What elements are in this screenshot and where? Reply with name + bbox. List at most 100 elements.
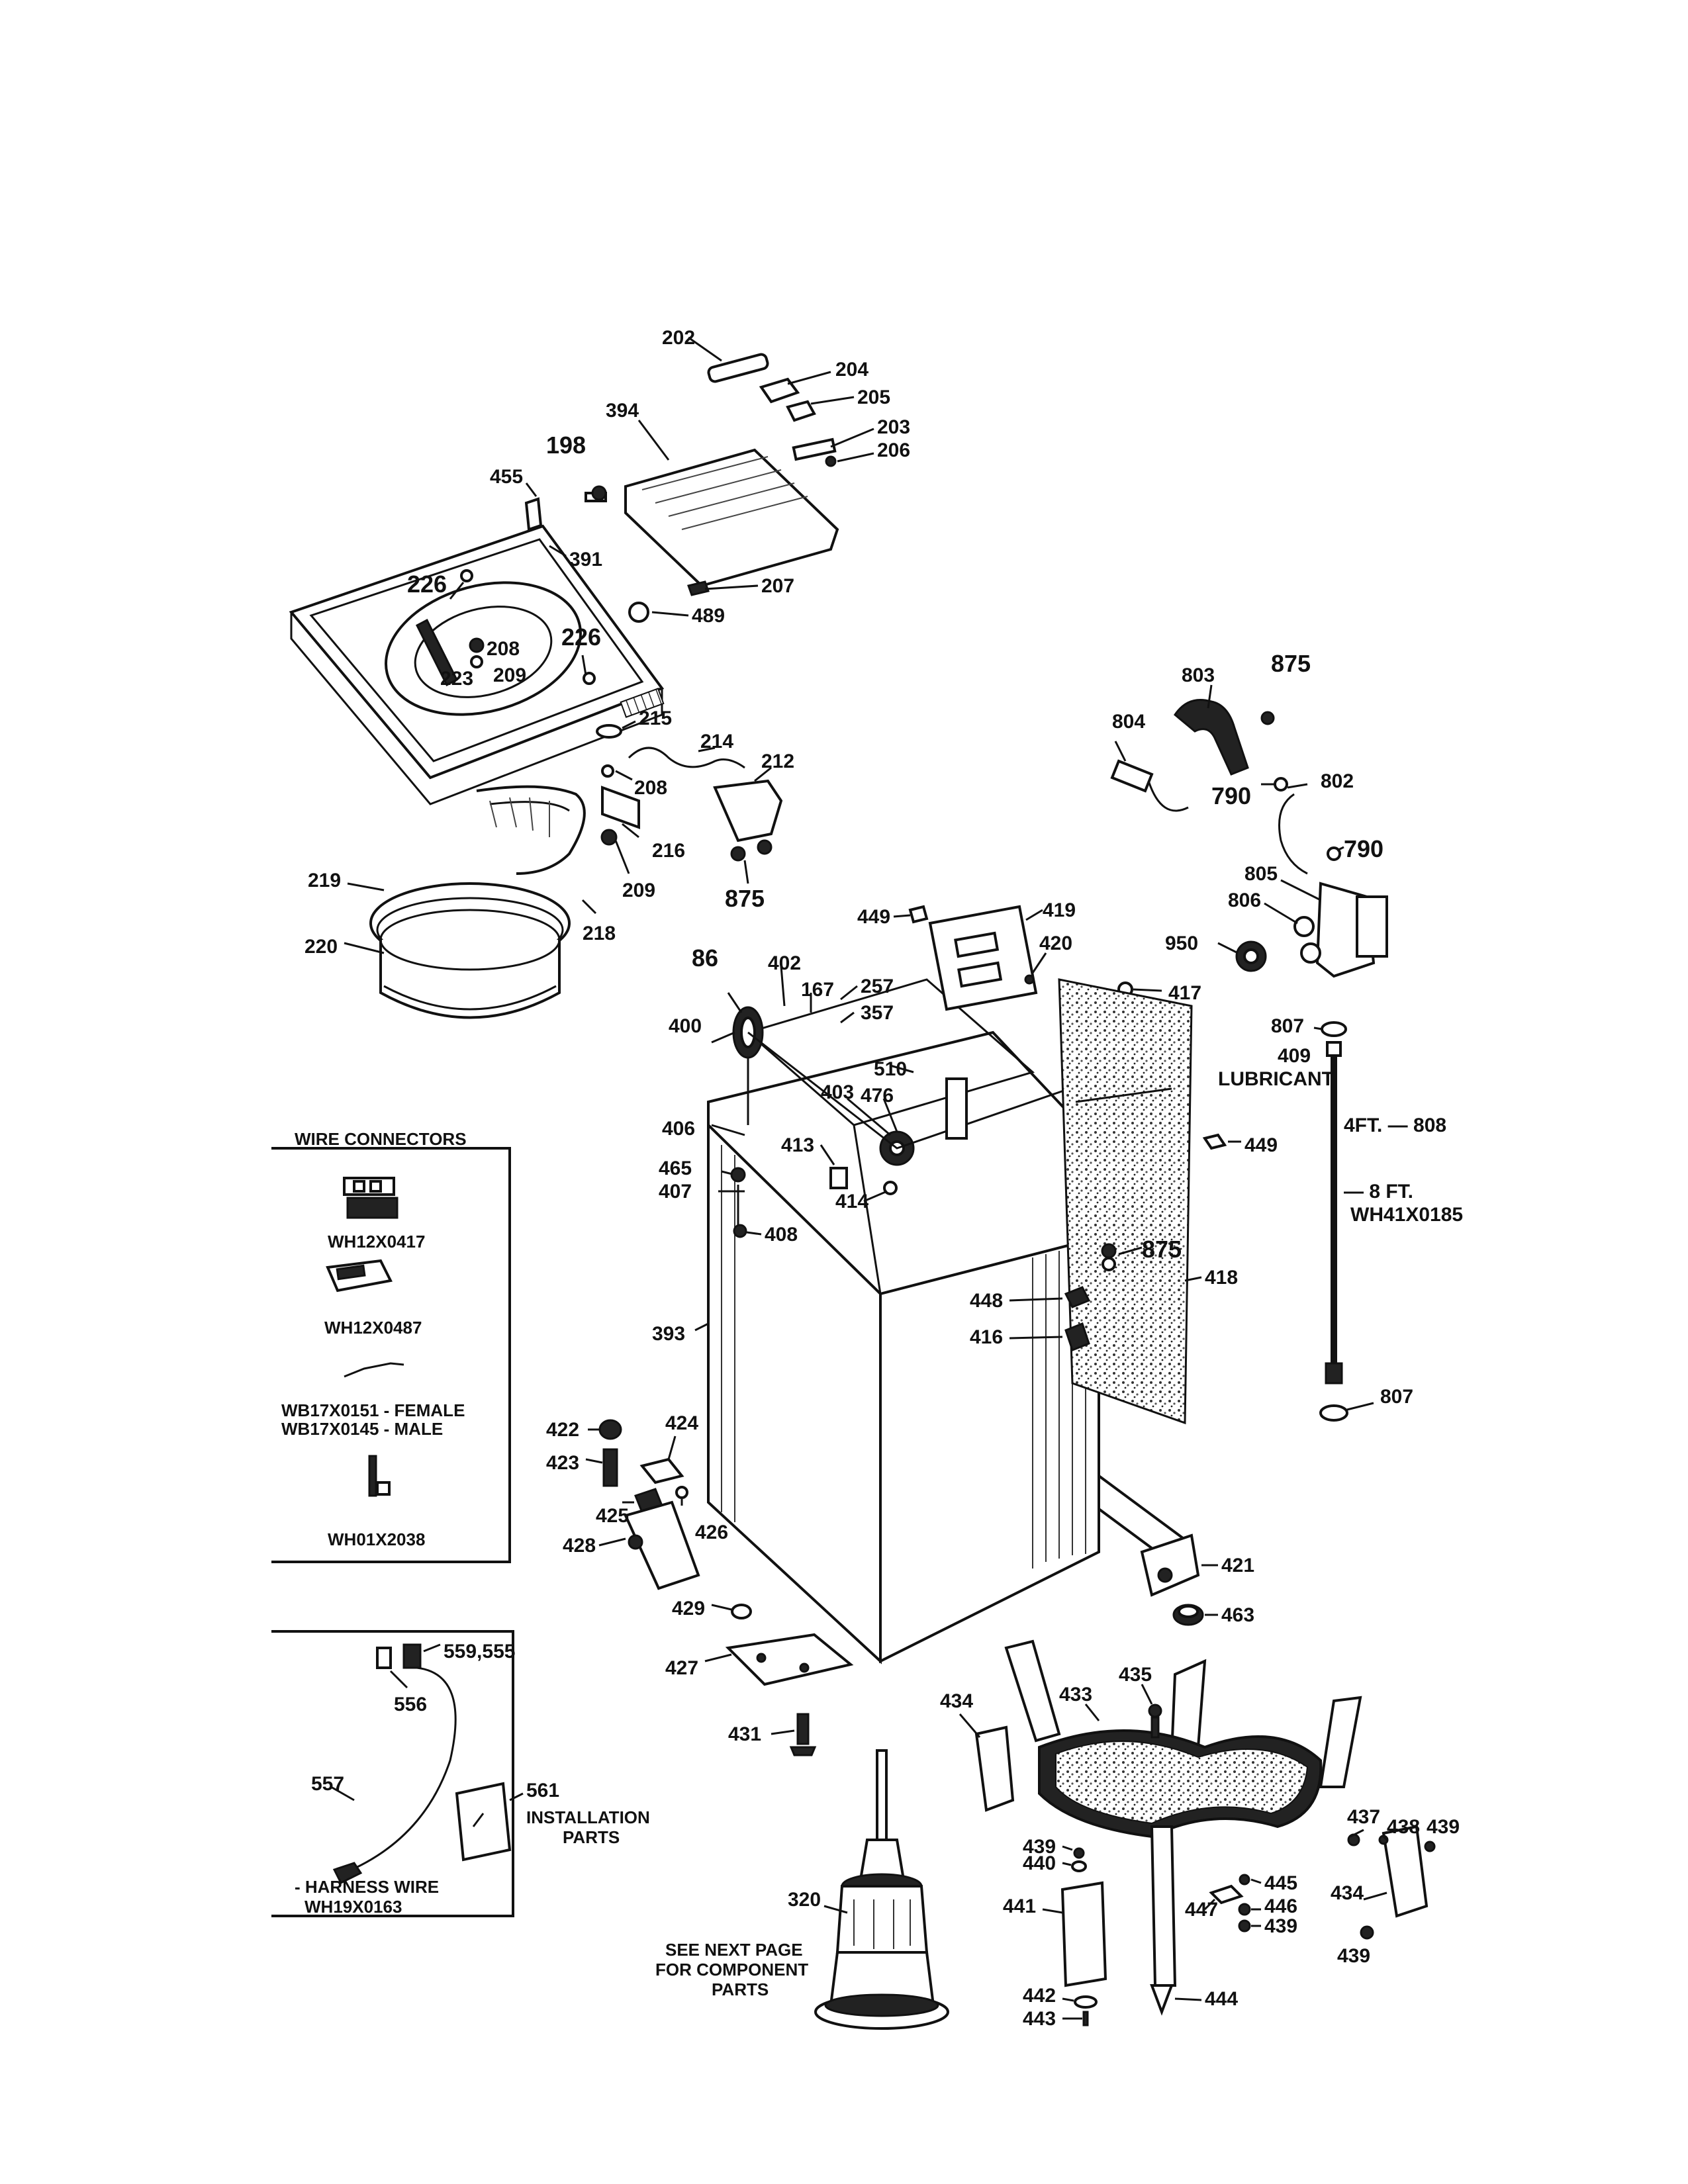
label-219: 219: [308, 870, 341, 891]
label-422: 422: [546, 1419, 579, 1441]
label-203: 203: [877, 416, 910, 438]
label-433: 433: [1059, 1684, 1092, 1706]
label-561: 561: [526, 1780, 559, 1801]
harness-box: [271, 1630, 524, 1917]
label-446: 446: [1264, 1895, 1297, 1917]
label-790a: 790: [1211, 782, 1251, 809]
lid-hinge-parts: [688, 336, 874, 467]
label-226b: 226: [561, 623, 601, 651]
label-207: 207: [761, 575, 794, 597]
wire-connector-labels: WIRE CONNECTORS WH12X0417 WH12X0487 WB17…: [281, 1129, 467, 1549]
label-394: 394: [606, 400, 639, 422]
transmission: [814, 1749, 949, 2030]
label-205: 205: [857, 387, 890, 408]
top-panel: [289, 482, 759, 805]
label-431: 431: [728, 1723, 761, 1745]
label-209a: 209: [493, 664, 526, 686]
label-216: 216: [652, 840, 685, 862]
label-403: 403: [821, 1081, 854, 1103]
label-400: 400: [669, 1015, 702, 1037]
label-208b: 208: [634, 777, 667, 799]
label-808: 4FT. — 808: [1344, 1115, 1446, 1136]
label-805: 805: [1244, 863, 1278, 885]
label-489: 489: [692, 605, 725, 627]
label-425: 425: [596, 1505, 629, 1527]
label-439a: 439: [1427, 1816, 1460, 1838]
label-875a: 875: [725, 885, 765, 912]
label-428: 428: [563, 1535, 596, 1557]
water-valve-hoses: [1110, 684, 1388, 1037]
label-167: 167: [801, 979, 834, 1001]
insulation-panel: [1009, 978, 1241, 1425]
label-wh12x0417: WH12X0417: [328, 1232, 425, 1251]
label-wb17x0145: WB17X0145 - MALE: [281, 1419, 443, 1439]
label-429: 429: [672, 1598, 705, 1619]
label-556: 556: [394, 1694, 427, 1715]
label-406: 406: [662, 1118, 695, 1140]
label-463: 463: [1221, 1604, 1254, 1626]
label-434a: 434: [940, 1690, 973, 1712]
label-wh19x0163: WH19X0163: [305, 1897, 402, 1917]
harness-labels: 559,555 556 557 561 INSTALLATION PARTS -…: [295, 1641, 650, 1917]
label-435: 435: [1119, 1664, 1152, 1686]
label-393: 393: [652, 1323, 685, 1345]
note-line-2: FOR COMPONENT: [655, 1960, 808, 1979]
label-257: 257: [861, 976, 894, 997]
part-labels: 202 204 205 203 206 394 198 455 391 226 …: [305, 327, 1463, 2030]
label-204: 204: [835, 359, 868, 381]
label-220: 220: [305, 936, 338, 958]
note-line-1: SEE NEXT PAGE: [665, 1940, 803, 1960]
cabinet: [694, 966, 1100, 1664]
lid: [624, 420, 839, 588]
see-next-page-note: SEE NEXT PAGE FOR COMPONENT PARTS: [655, 1940, 808, 1999]
left-side-brackets: [585, 1419, 700, 1590]
label-417: 417: [1168, 982, 1201, 1004]
label-437: 437: [1347, 1806, 1380, 1828]
label-423: 423: [546, 1452, 579, 1474]
label-407: 407: [659, 1181, 692, 1203]
label-223: 223: [440, 668, 473, 690]
label-443: 443: [1023, 2008, 1056, 2030]
label-198: 198: [546, 432, 586, 459]
label-418: 418: [1205, 1267, 1238, 1289]
note-line-3: PARTS: [712, 1979, 769, 1999]
label-807b: 807: [1380, 1386, 1413, 1408]
label-465: 465: [659, 1158, 692, 1179]
label-875c: 875: [1142, 1236, 1182, 1263]
label-357: 357: [861, 1002, 894, 1024]
label-476: 476: [861, 1085, 894, 1107]
label-557: 557: [311, 1773, 344, 1795]
label-402: 402: [768, 952, 801, 974]
corner-brackets: [959, 1713, 1436, 2026]
label-420: 420: [1039, 933, 1072, 954]
label-419: 419: [1043, 899, 1076, 921]
label-439d: 439: [1337, 1945, 1370, 1967]
label-442: 442: [1023, 1985, 1056, 2007]
mounting-plate: [893, 905, 1162, 1011]
tub-cover-rings: [344, 785, 597, 1019]
label-226a: 226: [407, 570, 447, 598]
label-320: 320: [788, 1889, 821, 1911]
label-8ft: — 8 FT.: [1344, 1181, 1413, 1203]
drain-rail: [1098, 1473, 1218, 1626]
label-802: 802: [1321, 770, 1354, 792]
label-408: 408: [765, 1224, 798, 1246]
label-559-555: 559,555: [444, 1641, 515, 1662]
label-950: 950: [1165, 933, 1198, 954]
label-427: 427: [665, 1657, 698, 1679]
label-445: 445: [1264, 1872, 1297, 1894]
label-wh01x2038: WH01X2038: [328, 1529, 425, 1549]
label-441: 441: [1003, 1895, 1036, 1917]
label-391: 391: [569, 549, 602, 570]
label-86: 86: [692, 944, 718, 972]
fill-hose: [1319, 1041, 1374, 1422]
label-449b: 449: [1244, 1134, 1278, 1156]
label-440: 440: [1023, 1852, 1056, 1874]
label-426: 426: [695, 1522, 728, 1543]
wire-connectors-title: WIRE CONNECTORS: [295, 1129, 467, 1149]
label-212: 212: [761, 751, 794, 772]
label-438: 438: [1387, 1816, 1420, 1838]
label-lubricant: LUBRICANT: [1218, 1068, 1334, 1090]
label-875b: 875: [1271, 650, 1311, 677]
label-409: 409: [1278, 1045, 1311, 1067]
